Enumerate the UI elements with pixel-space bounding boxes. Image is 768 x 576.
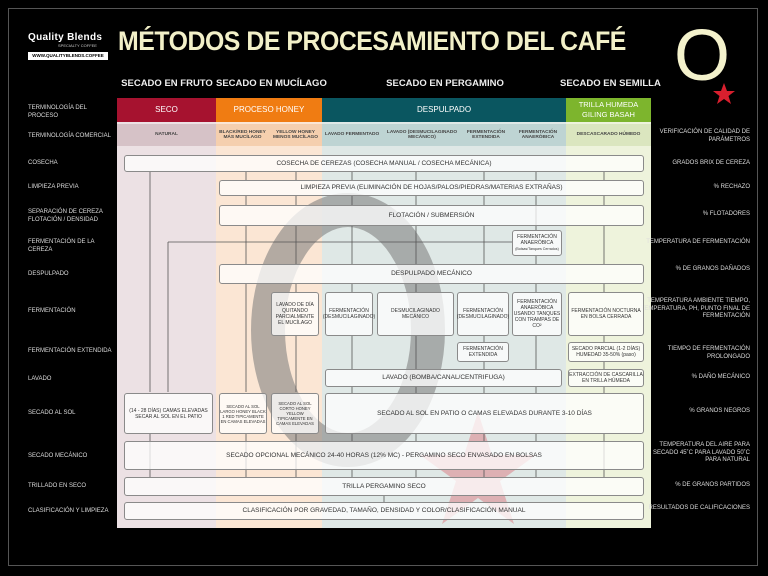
check-resultados-calificaciones: RESULTADOS DE CALIFICACIONES bbox=[648, 505, 750, 511]
check-temperatura-fermentacion: TEMPERATURA DE FERMENTACIÓN bbox=[646, 239, 750, 245]
step-extraccion-cascarilla: EXTRACCIÓN DE CASCARILLA EN TRILLA HÚMED… bbox=[568, 369, 644, 387]
step-lavado-honey: LAVADO DE DÍA QUITANDO PARCIALMENTE EL M… bbox=[271, 292, 319, 336]
step-secado-yellow-honey: SECADO AL SOL CORTO HONEY YELLOW TIPICAM… bbox=[271, 393, 319, 434]
logo-name: Quality Blends bbox=[28, 32, 103, 43]
process-trilla-humeda: TRILLA HUMEDA GILING BASAH bbox=[566, 98, 651, 122]
commercial-fermentacion-extendida: FERMENTACIÓN EXTENDIDA bbox=[462, 124, 510, 146]
check-tiempo-fermentacion: TIEMPO DE FERMENTACIÓN PROLONGADO bbox=[667, 346, 750, 360]
star-icon bbox=[713, 83, 735, 104]
step-secado-parcial: SECADO PARCIAL (1-2 DÍAS) HUMEDAD 35-50%… bbox=[568, 342, 644, 362]
process-honey: PROCESO HONEY bbox=[216, 98, 322, 122]
process-despulpado: DESPULPADO bbox=[322, 98, 566, 122]
row-label-secado-sol: SECADO AL SOL bbox=[28, 410, 76, 416]
step-fermentacion-anaerobica-cereza: FERMENTACIÓN ANAERÓBICA (Bolsas/Tanques … bbox=[512, 230, 562, 256]
commercial-lavado-desmucilaginado: LAVADO (DESMUCILAGINADO MECÁNICO) bbox=[382, 124, 462, 146]
check-grados-brix: GRADOS BRIX DE CEREZA bbox=[672, 160, 750, 166]
check-verificacion: VERIFICACIÓN DE CALIDAD DE PARÁMETROS bbox=[659, 129, 750, 143]
row-label-fermentacion-cereza: FERMENTACIÓN DE LA CEREZA bbox=[28, 239, 95, 253]
row-label-fermentacion: FERMENTACIÓN bbox=[28, 308, 76, 314]
commercial-fermentacion-anaerobica: FERMENTACIÓN ANAERÓBICA bbox=[510, 124, 566, 146]
check-granos-danados: % DE GRANOS DAÑADOS bbox=[675, 266, 750, 272]
step-despulpado-mecanico: DESPULPADO MECÁNICO bbox=[219, 264, 644, 284]
row-label-trillado-seco: TRILLADO EN SECO bbox=[28, 483, 87, 489]
check-temperatura-ambiente: TEMPERATURA AMBIENTE TIEMPO, TEMPERATURA… bbox=[640, 298, 750, 319]
commercial-natural: NATURAL bbox=[117, 124, 216, 146]
page-title: MÉTODOS DE PROCESAMIENTO DEL CAFÉ bbox=[118, 26, 626, 56]
step-cosecha: COSECHA DE CEREZAS (COSECHA MANUAL / COS… bbox=[124, 155, 644, 172]
row-label-terminologia-comercial: TERMINOLOGÍA COMERCIAL bbox=[28, 133, 112, 139]
step-secado-sol: SECADO AL SOL EN PATIO O CAMAS ELEVADAS … bbox=[325, 393, 644, 434]
category-secado-mucilago: SECADO EN MUCÍLAGO bbox=[216, 78, 327, 89]
check-granos-negros: % GRANOS NEGROS bbox=[689, 408, 750, 414]
step-clasificacion: CLASIFICACIÓN POR GRAVEDAD, TAMAÑO, DENS… bbox=[124, 502, 644, 520]
logo-tagline: SPECIALTY COFFEE bbox=[58, 43, 97, 48]
commercial-descascarado-humedo: DESCASCARADO HÚMEDO bbox=[566, 124, 651, 146]
step-secado-black-honey: SECADO AL SOL LARGO HONEY BLACK 1 RED TI… bbox=[219, 393, 267, 434]
process-seco: SECO bbox=[117, 98, 216, 122]
check-dano-mecanico: % DAÑO MECÁNICO bbox=[691, 374, 750, 380]
step-fermentacion-desmucilaginado-2: FERMENTACIÓN (DESMUCILAGINADO) bbox=[457, 292, 509, 336]
step-fermentacion-nocturna: FERMENTACIÓN NOCTURNA EN BOLSA CERRADA bbox=[568, 292, 644, 336]
category-secado-fruto: SECADO EN FRUTO bbox=[121, 78, 213, 89]
row-label-terminologia-proceso: TERMINOLOGÍA DEL PROCESO bbox=[28, 105, 87, 119]
step-fermentacion-anaerobica-cereza-label: FERMENTACIÓN ANAERÓBICA bbox=[517, 234, 557, 246]
step-lavado: LAVADO (BOMBA/CANAL/CENTRIFUGA) bbox=[325, 369, 562, 387]
category-secado-semilla: SECADO EN SEMILLA bbox=[560, 78, 661, 89]
step-fermentacion-desmucilaginado: FERMENTACIÓN (DESMUCILAGINADO) bbox=[323, 292, 375, 336]
check-granos-partidos: % DE GRANOS PARTIDOS bbox=[675, 482, 750, 488]
step-secado-natural: (14 - 28 DÍAS) CAMAS ELEVADAS SECAR AL S… bbox=[124, 393, 213, 434]
check-rechazo: % RECHAZO bbox=[713, 184, 750, 190]
check-temperatura-aire: TEMPERATURA DEL AIRE PARA SECADO 45˚C PA… bbox=[652, 442, 750, 463]
step-fermentacion-extendida: FERMENTACIÓN EXTENDIDA bbox=[457, 342, 509, 362]
row-label-lavado: LAVADO bbox=[28, 376, 52, 382]
step-limpieza-previa: LIMPIEZA PREVIA (ELIMINACIÓN DE HOJAS/PA… bbox=[219, 180, 644, 196]
step-fermentacion-anaerobica-tanques: FERMENTACIÓN ANAERÓBICA USANDO TANQUES C… bbox=[512, 292, 562, 336]
brand-mark: O bbox=[673, 16, 730, 96]
step-fermentacion-anaerobica-cereza-sub: (Bolsas/Tanques Cerrados) bbox=[515, 247, 559, 251]
step-trilla-pergamino: TRILLA PERGAMINO SECO bbox=[124, 477, 644, 496]
commercial-black-red-honey: BLACK/RED HONEY MÁS MUCÍLAGO bbox=[216, 124, 269, 146]
row-label-cosecha: COSECHA bbox=[28, 160, 58, 166]
row-label-fermentacion-extendida: FERMENTACIÓN EXTENDIDA bbox=[28, 348, 112, 354]
step-flotacion: FLOTACIÓN / SUBMERSIÓN bbox=[219, 205, 644, 226]
row-label-secado-mecanico: SECADO MECÁNICO bbox=[28, 453, 88, 459]
row-label-despulpado: DESPULPADO bbox=[28, 271, 69, 277]
step-secado-mecanico: SECADO OPCIONAL MECÁNICO 24-40 HORAS (12… bbox=[124, 441, 644, 470]
check-flotadores: % FLOTADORES bbox=[702, 211, 750, 217]
brand-logo: Quality Blends SPECIALTY COFFEE WWW.QUAL… bbox=[28, 32, 108, 62]
commercial-yellow-honey: YELLOW HONEY MENOS MUCÍLAGO bbox=[269, 124, 322, 146]
commercial-lavado-fermentado: LAVADO FERMENTADO bbox=[322, 124, 382, 146]
row-label-limpieza-previa: LIMPIEZA PREVIA bbox=[28, 184, 79, 190]
step-desmucilaginado-mecanico: DESMUCILAGINADO MECÁNICO bbox=[377, 292, 454, 336]
row-label-clasificacion: CLASIFICACIÓN Y LIMPIEZA bbox=[28, 508, 109, 514]
category-secado-pergamino: SECADO EN PERGAMINO bbox=[386, 78, 504, 89]
row-label-separacion-cereza: SEPARACIÓN DE CEREZA FLOTACIÓN / DENSIDA… bbox=[28, 209, 103, 223]
logo-url: WWW.QUALITYBLENDS.COFFEE bbox=[28, 52, 108, 60]
page-frame bbox=[8, 8, 758, 566]
